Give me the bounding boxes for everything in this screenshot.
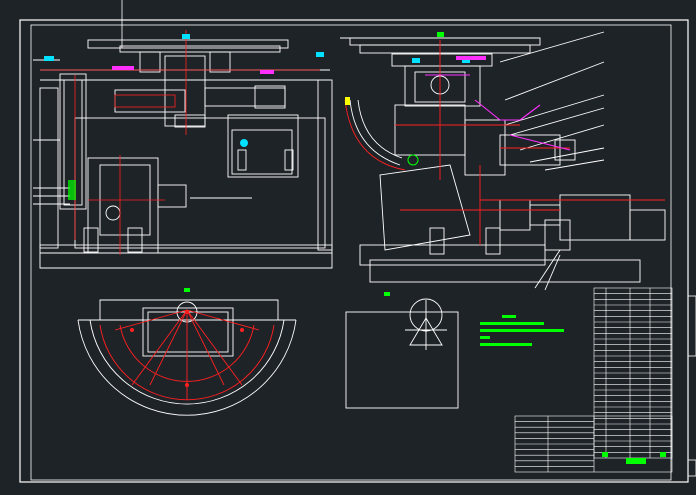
edge-marks bbox=[687, 295, 696, 477]
arc-table-red bbox=[99, 309, 275, 401]
title-block bbox=[514, 415, 673, 473]
technical-notes bbox=[480, 315, 564, 346]
left-view-markers bbox=[44, 34, 324, 200]
arc-table-markers bbox=[130, 288, 244, 387]
right-view-markers bbox=[345, 32, 486, 166]
left-assembly-view bbox=[33, 39, 333, 269]
right-view-red-lines bbox=[344, 40, 665, 245]
drawing-frame bbox=[19, 19, 689, 483]
parts-list bbox=[593, 287, 673, 459]
right-view-magenta bbox=[425, 74, 571, 151]
right-assembly-view bbox=[340, 31, 666, 291]
box-detail-view bbox=[345, 292, 459, 409]
